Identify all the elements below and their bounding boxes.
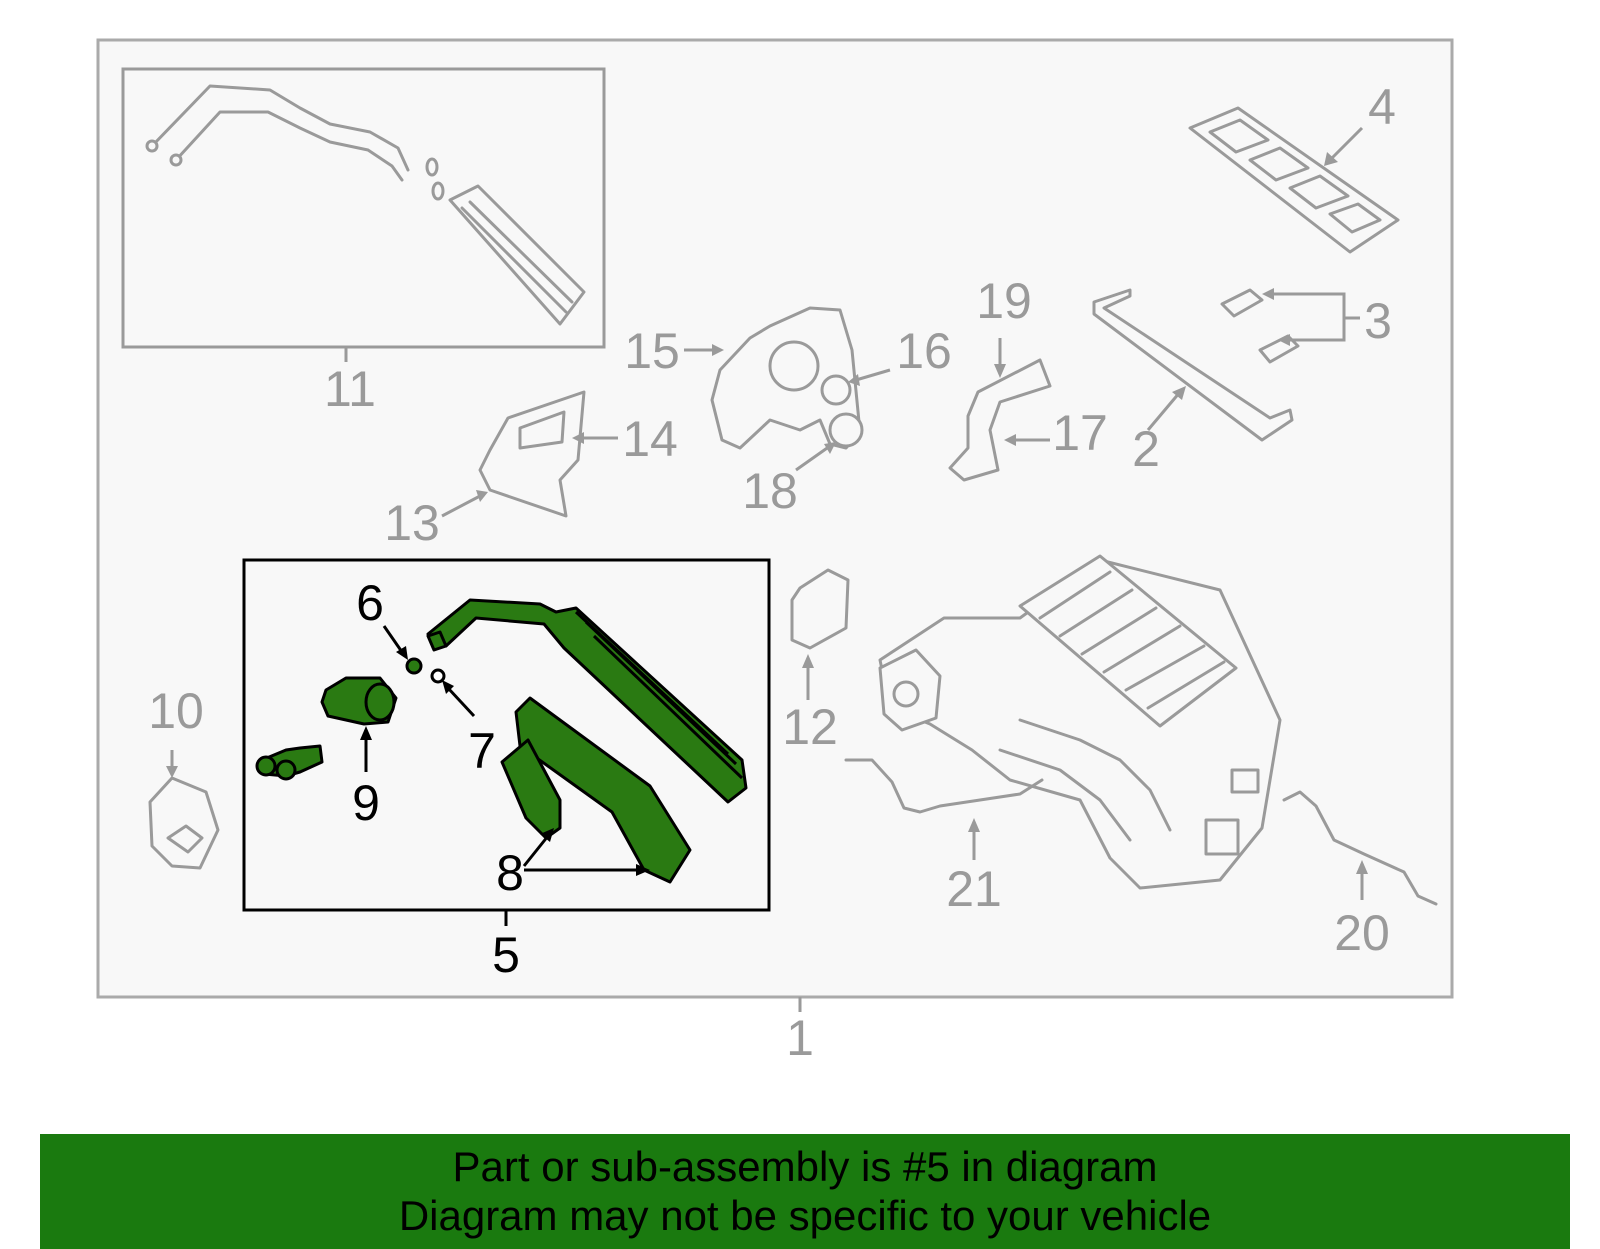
heater-core-part[interactable]: [145, 84, 586, 326]
heater-core-box: [121, 67, 606, 349]
banner-line-2: Diagram may not be specific to your vehi…: [398, 1192, 1212, 1239]
callout-labels: 1 2 3 4 5 6 7 8 9 10 11 12 13 14 15 16 1…: [148, 79, 1396, 1066]
callout-6: 6: [356, 575, 384, 631]
hvac-case-part[interactable]: [878, 554, 1282, 890]
callout-1: 1: [786, 1010, 814, 1066]
callout-13: 13: [384, 495, 440, 551]
info-banner: Part or sub-assembly is #5 in diagram Di…: [40, 1134, 1570, 1249]
parts-diagram: 1 2 3 4 5 6 7 8 9 10 11 12 13 14 15 16 1…: [96, 38, 1454, 1066]
sensor-wire-part-20[interactable]: [1282, 790, 1438, 906]
callout-9: 9: [352, 775, 380, 831]
seal-gasket-part-10[interactable]: [148, 776, 220, 870]
bracket-part-12[interactable]: [790, 568, 850, 650]
callout-12: 12: [782, 699, 838, 755]
callout-4: 4: [1368, 79, 1396, 135]
callout-11: 11: [324, 361, 376, 417]
callout-18: 18: [742, 463, 798, 519]
mode-door-housing-part[interactable]: [710, 306, 864, 450]
callout-17: 17: [1052, 405, 1108, 461]
callout-19: 19: [976, 273, 1032, 329]
callout-2: 2: [1132, 421, 1160, 477]
link-lever-part[interactable]: [948, 358, 1052, 482]
callout-21: 21: [946, 861, 1002, 917]
black-leader-arrows: [360, 625, 650, 876]
banner-line-1: Part or sub-assembly is #5 in diagram: [452, 1143, 1158, 1190]
callout-8: 8: [496, 845, 524, 901]
callout-14: 14: [622, 411, 678, 467]
callout-15: 15: [624, 323, 680, 379]
callout-3: 3: [1364, 293, 1392, 349]
callout-10: 10: [148, 683, 204, 739]
seal-strip-part[interactable]: [1092, 288, 1294, 442]
callout-20: 20: [1334, 905, 1390, 961]
cabin-filter-part[interactable]: [1188, 106, 1400, 254]
callout-5: 5: [492, 927, 520, 983]
duct-bracket-part[interactable]: [478, 390, 586, 518]
gray-leader-arrows: [166, 126, 1368, 900]
evaporator-assembly-highlighted[interactable]: [255, 598, 748, 884]
callout-7: 7: [468, 723, 496, 779]
drain-hose-part-21[interactable]: [844, 758, 1044, 814]
callout-16: 16: [896, 323, 952, 379]
